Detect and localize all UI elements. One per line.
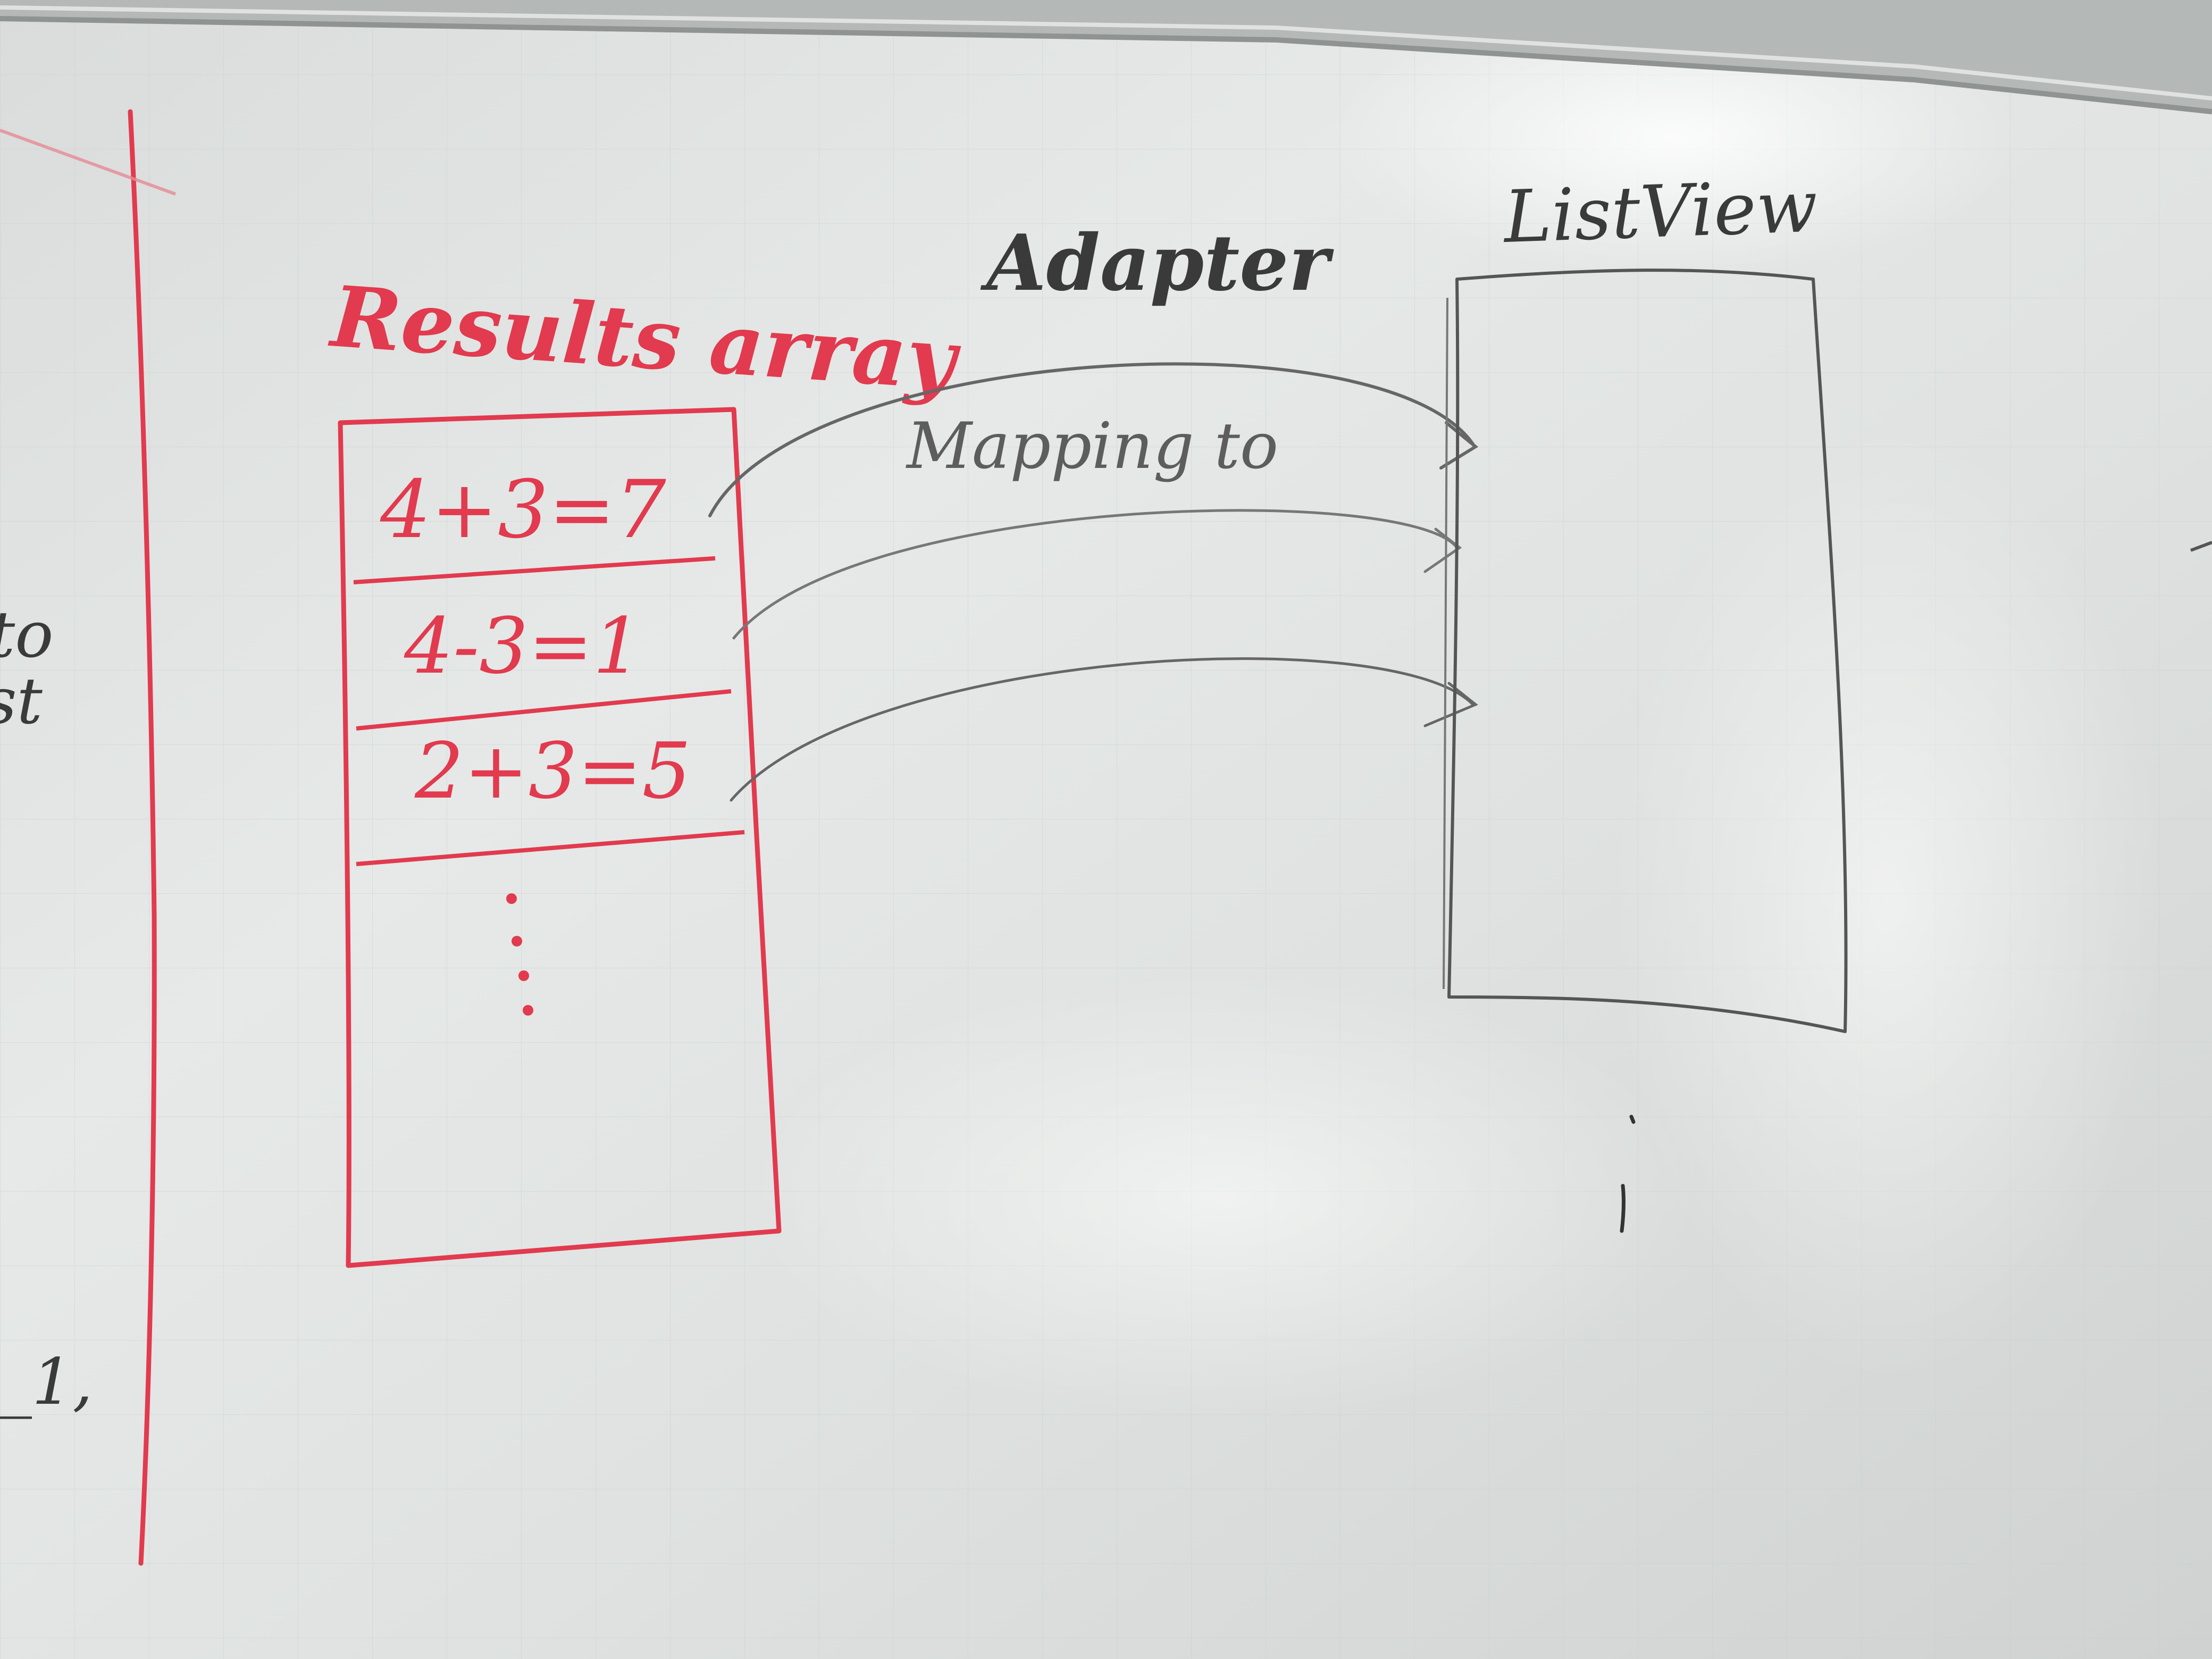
mapping-arrow-3-head [1423,682,1478,727]
array-item-1: 4+3=7 [380,464,666,556]
mapping-arrow-2 [732,509,1459,640]
right-edge-mark [2190,541,2212,552]
small-mark [1620,1115,1636,1233]
board-frame-top-edge [0,16,2212,114]
row-separator-2 [356,689,732,731]
red-vertical-line [128,109,157,1566]
adapter-label: Adapter [980,218,1334,308]
mapping-arrow-1 [708,362,1474,517]
mapping-label: Mapping to [906,409,1278,483]
left-edge-text-l: _1, [0,1345,93,1419]
glare-right [1611,425,2164,1382]
ellipsis-dots [506,893,533,1016]
left-edge-text-st: st [0,665,43,739]
listview-box [1447,269,1848,1033]
array-item-3: 2+3=5 [414,726,691,816]
mapping-arrow-3 [730,657,1474,802]
array-item-2: 4-3=1 [404,601,642,691]
left-edge-text-to: to [0,598,53,672]
red-diagonal-stroke [0,129,177,196]
glare-center [744,973,1702,1420]
listview-inner-line [1443,297,1448,990]
board-frame-top [0,0,2212,112]
board-frame-highlight [0,5,2212,100]
results-array-box [338,407,782,1268]
mapping-arrow-2-head [1423,527,1462,573]
listview-label: ListView [1501,164,1819,259]
row-separator-3 [356,830,745,866]
row-separator-1 [353,556,716,584]
